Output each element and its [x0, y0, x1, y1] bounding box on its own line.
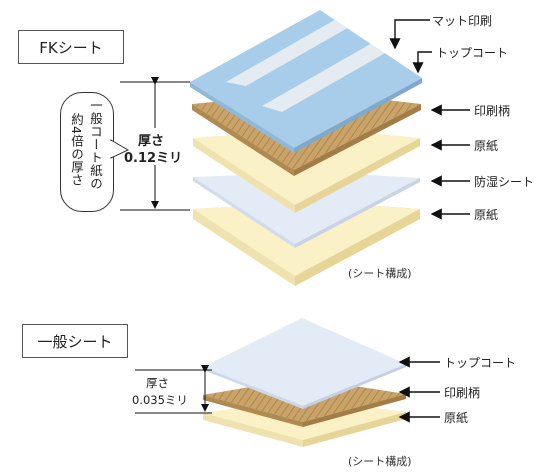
general-thickness-value: 0.035ミリ [132, 393, 188, 407]
fk-sheet-title: FKシート [18, 30, 124, 64]
general-label-print-pattern: 印刷柄 [444, 386, 481, 400]
fk-topcoat-layer [190, 10, 422, 153]
general-sheet-title: 一般シート [22, 324, 128, 358]
fk-label-topcoat: トップコート [436, 46, 509, 60]
fk-label-moisture-sheet: 防湿シート [474, 175, 535, 189]
fk-caption: (シート構成) [348, 267, 412, 280]
fk-label-print-pattern: 印刷柄 [474, 104, 511, 118]
general-thickness-label: 厚さ [146, 376, 169, 390]
general-caption: (シート構成) [348, 455, 412, 468]
fk-label-base-paper-2: 原紙 [474, 208, 499, 222]
fk-label-base-paper-1: 原紙 [474, 139, 499, 153]
comparison-speech-bubble: 一般コート紙の 約4倍の厚さ [60, 92, 114, 212]
fk-thickness-label: 厚さ [138, 134, 165, 149]
general-label-base-paper: 原紙 [444, 411, 469, 425]
general-label-topcoat: トップコート [444, 356, 517, 370]
bubble-text-col1: 一般コート紙の [88, 99, 103, 190]
fk-label-matte-print: マット印刷 [432, 14, 493, 28]
fk-thickness-value: 0.12ミリ [124, 151, 183, 166]
fk-moisture-sheet-layer [193, 172, 420, 248]
bubble-text-col2: 約4倍の厚さ [69, 113, 84, 187]
general-topcoat-layer [203, 318, 406, 409]
